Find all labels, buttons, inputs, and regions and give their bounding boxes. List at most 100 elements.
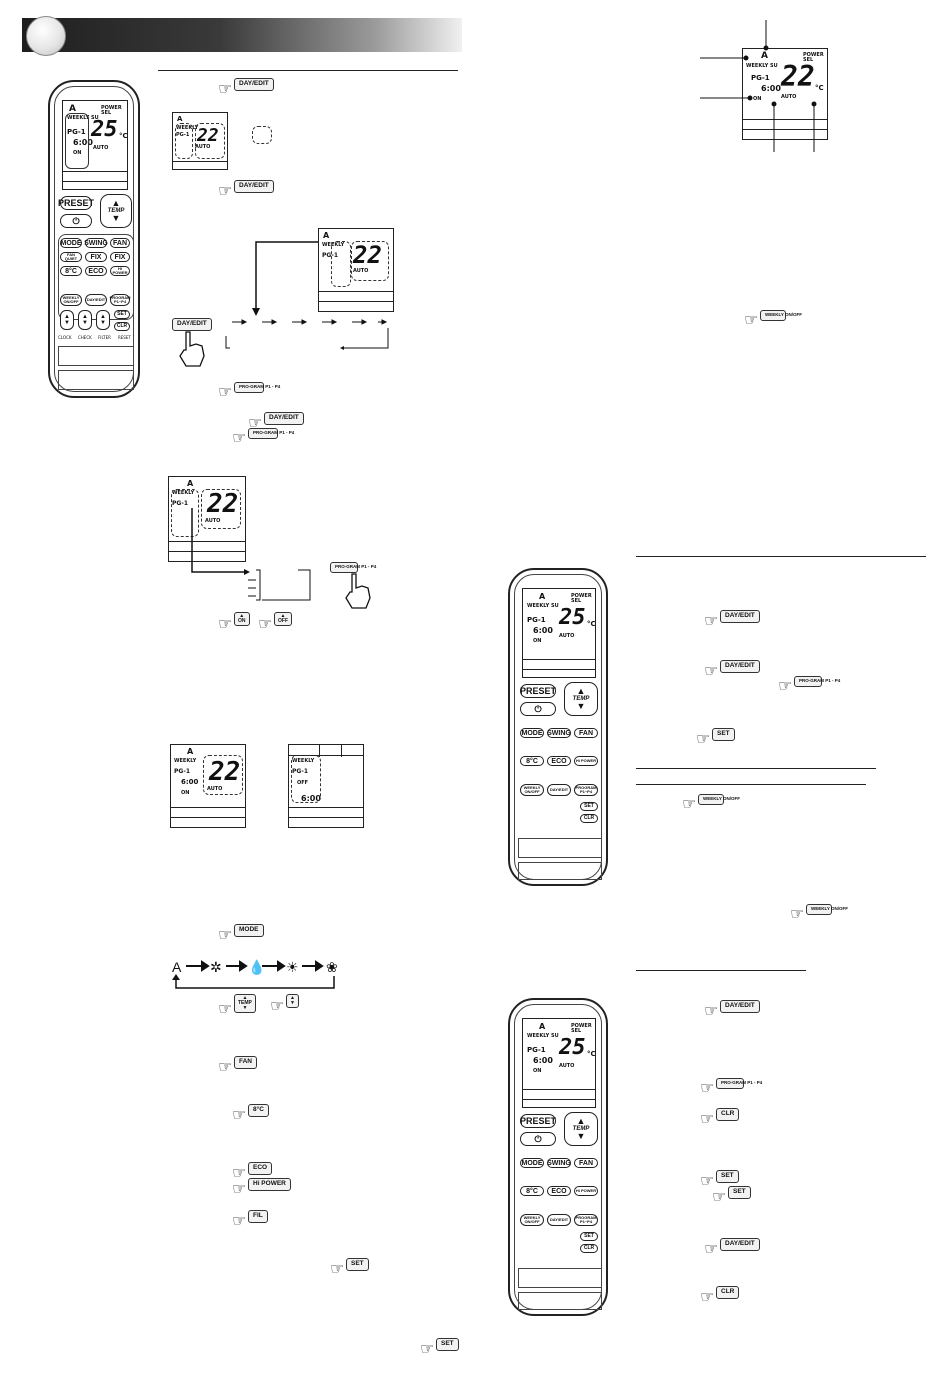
weekly-key-r1: ☞ WEEKLY ON/OFF: [682, 794, 741, 814]
lcd-power: POWER SEL: [101, 105, 122, 116]
dayedit-press-illustration: DAY/EDIT: [172, 318, 212, 331]
section-rule-4: [636, 784, 866, 785]
remote3-set-button[interactable]: SET: [580, 1232, 598, 1241]
set-key-r1: ☞ SET: [696, 728, 735, 748]
remote-control: A POWER SEL WEEKLY SU PG-1 6:00 ON 25 °C…: [48, 80, 140, 398]
lcd-callout-diagram: A POWER SEL WEEKLY SU PG-1 6:00 ON 22 °C…: [742, 48, 828, 140]
remote3-eight-button[interactable]: 8°C: [520, 1186, 544, 1196]
eco-button[interactable]: ECO: [85, 266, 107, 276]
program-key-2: ☞ PRO-GRAM P1 - P4: [232, 428, 295, 448]
dayedit-key-r1: ☞ DAY/EDIT: [704, 610, 760, 630]
fix-button[interactable]: FIX: [85, 252, 107, 262]
dry-mode-icon: 💧: [248, 959, 265, 976]
program-button[interactable]: PROGRAM P1~P4: [109, 294, 131, 306]
callout-lines: [700, 20, 817, 152]
remote2-program-button[interactable]: PROGRAM P1~P4: [574, 784, 598, 796]
section-rule-2: [636, 556, 926, 557]
remote2-swing-button[interactable]: SWING: [547, 728, 571, 738]
fan-button[interactable]: FAN: [110, 238, 130, 248]
remote3-preset-button[interactable]: PRESET: [520, 1114, 556, 1128]
heat-mode-icon: ☀: [286, 960, 299, 976]
remote3-dayedit-button[interactable]: DAY/EDIT: [547, 1214, 571, 1226]
remote3-program-button[interactable]: PROGRAM P1~P4: [574, 1214, 598, 1226]
remote2-temp-rocker[interactable]: ▲TEMP▼: [564, 682, 598, 716]
reset-caption: RESET: [118, 335, 131, 340]
cool-mode-icon: ✲: [210, 960, 222, 976]
check-caption: CHECK: [78, 335, 92, 340]
remote2-eco-button[interactable]: ECO: [547, 756, 571, 766]
set-button[interactable]: SET: [114, 310, 130, 319]
off-up-button[interactable]: ▲▼: [78, 310, 92, 330]
remote2-power-button[interactable]: ⏻: [520, 702, 556, 716]
dayedit-key-r4: ☞ DAY/EDIT: [704, 1238, 760, 1258]
program-press-illustration: PRO-GRAM P1 - P4: [330, 562, 376, 573]
day-up-button[interactable]: ▲▼: [96, 310, 110, 330]
fix-swing-button[interactable]: FAN QUIET: [60, 252, 82, 262]
remote3-weekly-button[interactable]: WEEKLY ON/OFF: [520, 1214, 544, 1226]
mode-button[interactable]: MODE: [60, 238, 82, 248]
weekly-key-1: ☞ WEEKLY ON/OFF: [744, 310, 803, 330]
remote2-fan-button[interactable]: FAN: [574, 728, 598, 738]
remote2-set-button[interactable]: SET: [580, 802, 598, 811]
temp-rocker[interactable]: ▲ TEMP ▼: [100, 194, 132, 228]
remote3-swing-button[interactable]: SWING: [547, 1158, 571, 1168]
remote2-hipower-button[interactable]: Hi POWER: [574, 756, 598, 766]
hand-press-icon: [179, 331, 205, 367]
hand-press-icon-2: [345, 573, 371, 609]
on-up-button[interactable]: ▲▼: [60, 310, 74, 330]
day-cycle-diagram: [225, 241, 389, 350]
mode-key: ☞ MODE: [218, 924, 264, 944]
off-arrow-key: ☞ ▲OFF: [258, 612, 292, 633]
eight-degree-key: ☞ 8°C: [232, 1104, 269, 1124]
lcd-temperature: 25: [91, 117, 118, 142]
section-rule: [158, 70, 458, 71]
remote2-clr-button[interactable]: CLR: [580, 814, 598, 823]
program-key-r1: ☞ PRO-GRAM P1 - P4: [778, 676, 841, 696]
dayedit-key-2: ☞ DAY/EDIT: [218, 180, 274, 200]
remote3-eco-button[interactable]: ECO: [547, 1186, 571, 1196]
preset-button[interactable]: PRESET: [58, 196, 94, 210]
remote2-dayedit-button[interactable]: DAY/EDIT: [547, 784, 571, 796]
lcd-off-preview: WEEKLY PG-1 OFF 6:00: [288, 744, 364, 828]
on-arrow-key: ☞ ▲ON: [218, 612, 250, 633]
remote2-lcd: A POWER SEL WEEKLY SU PG-1 6:00 ON 25 °C…: [522, 588, 596, 678]
lcd-step3: A WEEKLY PG-1 22 AUTO: [168, 476, 246, 562]
weekly-button[interactable]: WEEKLY ON/OFF: [60, 294, 82, 306]
remote2-mode-button[interactable]: MODE: [520, 728, 544, 738]
clock-caption: CLOCK: [58, 335, 72, 340]
swing-button[interactable]: SWING: [84, 238, 108, 248]
lcd-unit: °C: [119, 132, 128, 140]
set-key-1: ☞ SET: [330, 1258, 369, 1278]
remote3-hipower-button[interactable]: Hi POWER: [574, 1186, 598, 1196]
section-rule-5: [636, 970, 806, 971]
clr-button[interactable]: CLR: [114, 322, 130, 331]
chevron-down-icon: ▼: [111, 213, 121, 223]
power-button[interactable]: ⏻: [60, 214, 92, 228]
remote3-power-button[interactable]: ⏻: [520, 1132, 556, 1146]
remote3-temp-rocker[interactable]: ▲TEMP▼: [564, 1112, 598, 1146]
remote3-clr-button[interactable]: CLR: [580, 1244, 598, 1253]
remote3-mode-button[interactable]: MODE: [520, 1158, 544, 1168]
chevron-up-icon: ▲: [111, 198, 121, 208]
bottom-cover: [58, 370, 134, 390]
dayedit-button[interactable]: DAY/EDIT: [85, 294, 107, 306]
set-key-2: ☞ SET: [420, 1338, 459, 1358]
remote2-preset-button[interactable]: PRESET: [520, 684, 556, 698]
remote2-weekly-button[interactable]: WEEKLY ON/OFF: [520, 784, 544, 796]
remote3-fan-button[interactable]: FAN: [574, 1158, 598, 1168]
section-rule-3: [636, 768, 876, 769]
eight-degree-button[interactable]: 8°C: [60, 266, 82, 276]
hipower-button[interactable]: Hi POWER: [110, 266, 130, 276]
temp-down-key: ☞ ▲TEMP▼: [218, 994, 256, 1018]
hipower-key: ☞ Hi POWER: [232, 1178, 291, 1198]
weekly-key-r2: ☞ WEEKLY ON/OFF: [790, 904, 849, 924]
lcd-time: 6:00: [73, 138, 93, 147]
remote2-eight-button[interactable]: 8°C: [520, 756, 544, 766]
eco-key: ☞ ECO: [232, 1162, 273, 1182]
set-key-r3: ☞ SET: [712, 1186, 751, 1206]
program-cycle-diagram: [191, 508, 311, 601]
remote-control-2: A POWER SEL WEEKLY SU PG-1 6:00 ON 25 °C…: [508, 568, 608, 886]
battery-cover: [58, 346, 134, 366]
fix2-button[interactable]: FIX: [110, 252, 130, 262]
remote-lcd: A POWER SEL WEEKLY SU PG-1 6:00 ON 25 °C…: [62, 100, 128, 190]
